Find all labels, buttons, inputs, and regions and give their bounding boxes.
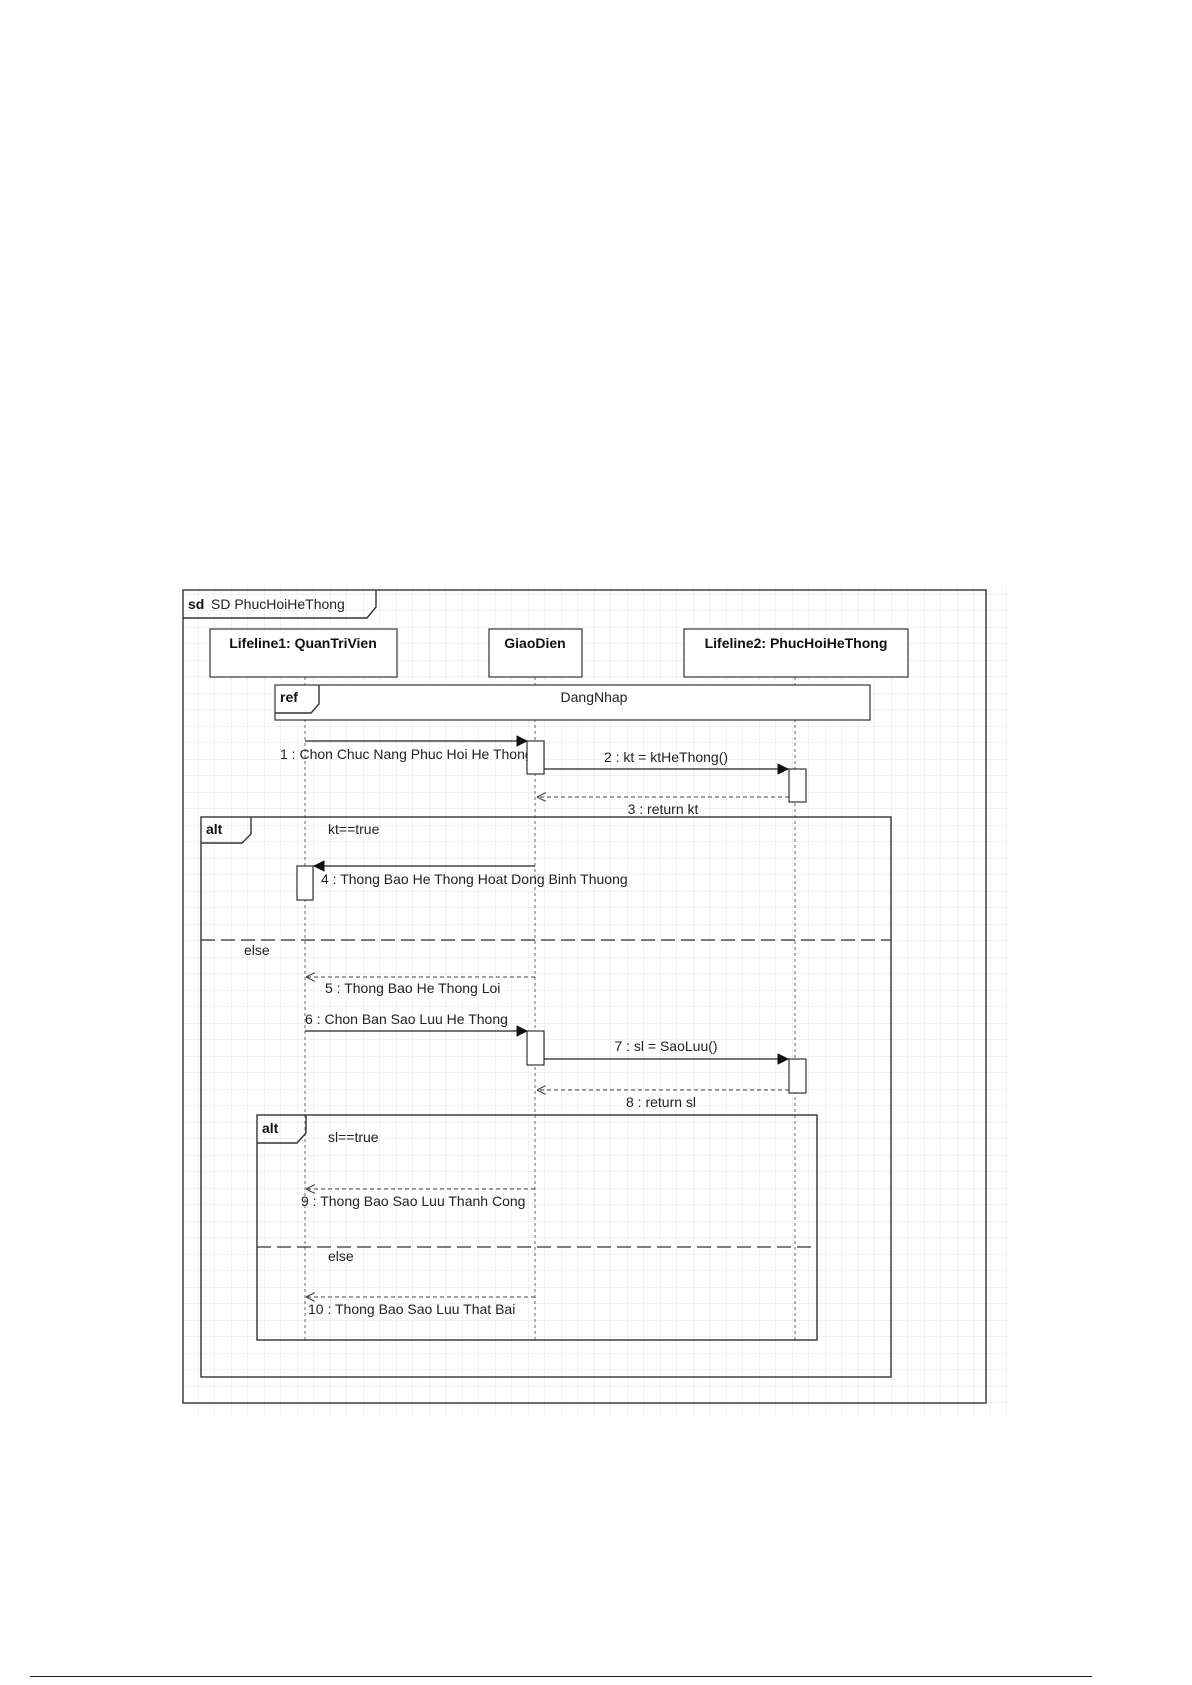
message-2-label: 2 : kt = ktHeThong()	[604, 749, 728, 765]
alt-inner-guard: sl==true	[328, 1129, 379, 1145]
activation-phuchoihethong-1	[788, 768, 807, 803]
lifeline-label-quantrivien: Lifeline1: QuanTriVien	[229, 635, 377, 651]
message-4-label: 4 : Thong Bao He Thong Hoat Dong Binh Th…	[321, 871, 628, 887]
alt-fragment-outer-tab	[201, 817, 252, 844]
activation-giaodien-1	[526, 740, 545, 775]
alt-inner-keyword: alt	[262, 1120, 279, 1136]
ref-fragment-tab	[275, 685, 320, 714]
sd-frame-tab	[183, 590, 377, 619]
alt-inner-else-label: else	[328, 1248, 354, 1264]
sd-frame-name: SD PhucHoiHeThong	[211, 596, 345, 612]
alt-fragment-outer	[200, 816, 892, 1378]
lifeline-head-quantrivien	[209, 628, 398, 678]
ref-keyword: ref	[280, 689, 298, 705]
message-6-label: 6 : Chon Ban Sao Luu He Thong	[305, 1011, 508, 1027]
message-8-label: 8 : return sl	[626, 1094, 696, 1110]
message-10-label: 10 : Thong Bao Sao Luu That Bai	[308, 1301, 515, 1317]
lifeline-head-giaodien	[488, 628, 583, 678]
sd-frame-keyword: sd	[188, 596, 204, 612]
activation-quantrivien-1	[296, 865, 314, 901]
lifeline-head-phuchoihethong	[683, 628, 909, 678]
alt-outer-guard: kt==true	[328, 821, 380, 837]
sd-frame	[182, 589, 987, 1404]
lifeline-label-phuchoihethong: Lifeline2: PhucHoiHeThong	[705, 635, 888, 651]
alt-outer-keyword: alt	[206, 821, 223, 837]
lifeline-label-giaodien: GiaoDien	[504, 635, 565, 651]
alt-fragment-inner-tab	[257, 1115, 307, 1144]
message-9-label: 9 : Thong Bao Sao Luu Thanh Cong	[301, 1193, 525, 1209]
alt-outer-else-label: else	[244, 942, 270, 958]
activation-giaodien-2	[526, 1030, 545, 1066]
alt-fragment-inner	[256, 1114, 818, 1341]
ref-fragment	[274, 684, 871, 721]
page-bottom-rule	[30, 1676, 1092, 1677]
message-3-label: 3 : return kt	[628, 801, 699, 817]
activation-phuchoihethong-2	[788, 1058, 807, 1094]
grid-background	[183, 585, 1008, 1417]
message-7-label: 7 : sl = SaoLuu()	[614, 1038, 717, 1054]
message-5-label: 5 : Thong Bao He Thong Loi	[325, 980, 500, 996]
message-1-label: 1 : Chon Chuc Nang Phuc Hoi He Thong	[280, 746, 533, 762]
ref-name: DangNhap	[561, 689, 628, 705]
